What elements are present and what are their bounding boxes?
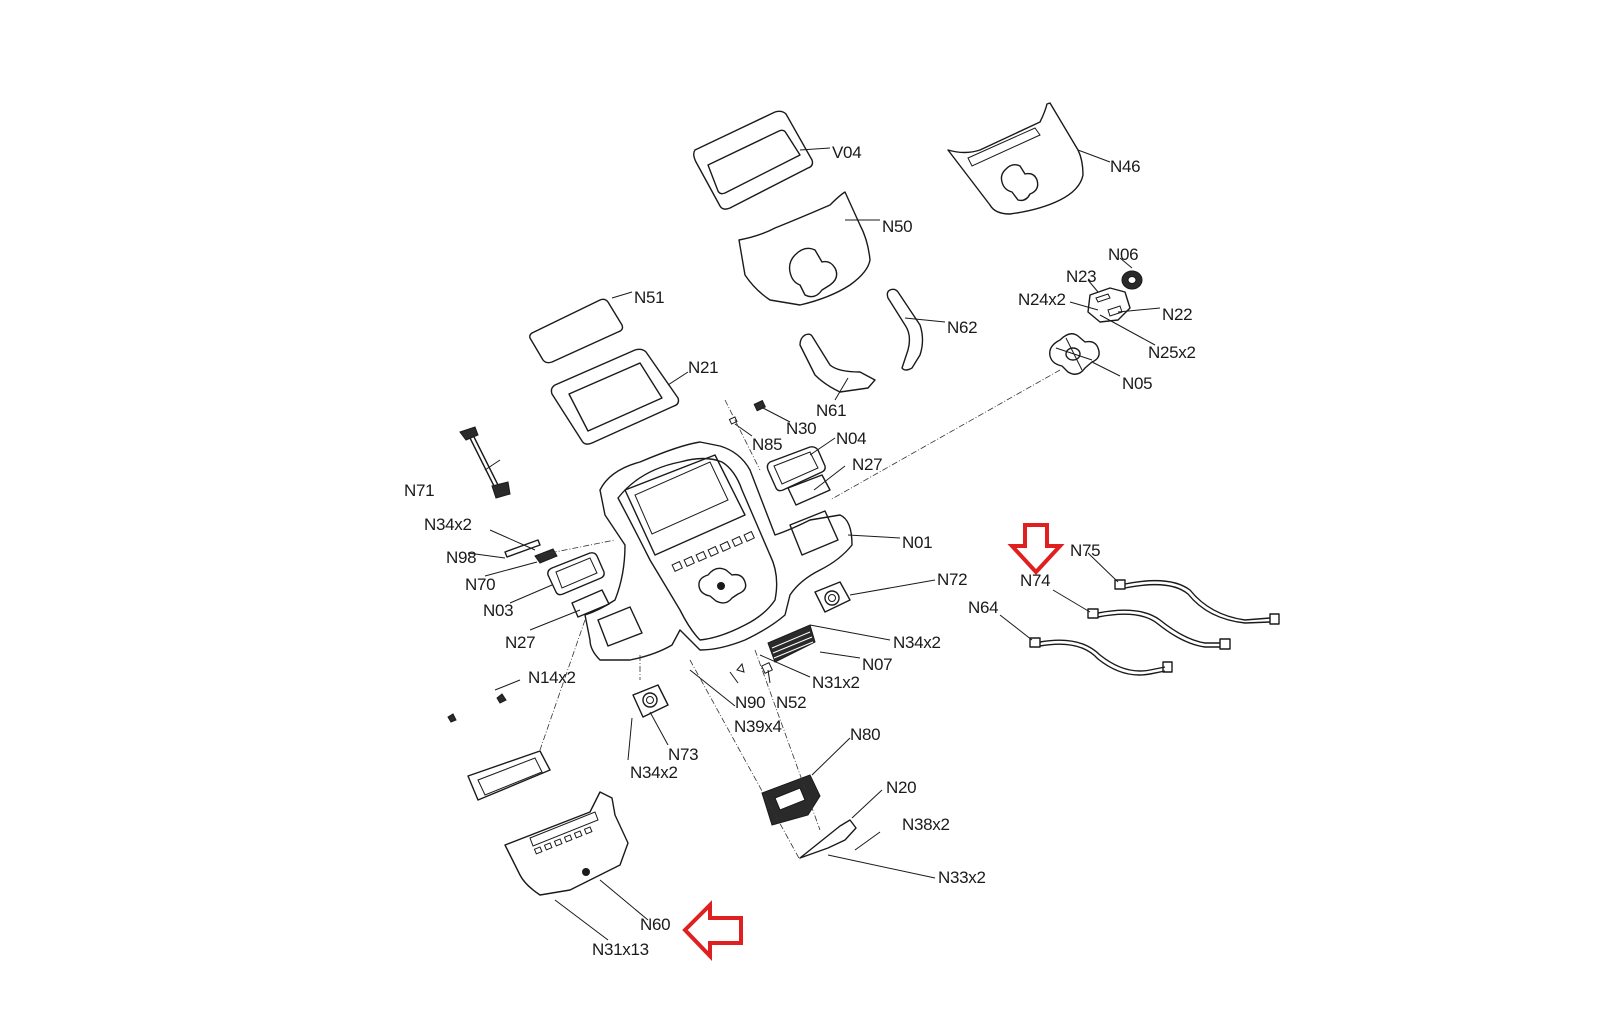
label-n50: N50 (882, 217, 912, 236)
part-n07-grille (767, 624, 816, 663)
part-n71-cable (459, 426, 511, 499)
label-n46: N46 (1110, 157, 1140, 176)
label-n21: N21 (688, 358, 718, 377)
label-n31x2: N31x2 (812, 673, 860, 692)
label-n05: N05 (1122, 374, 1152, 393)
part-n21-frame (550, 348, 680, 445)
label-n20: N20 (886, 778, 916, 797)
part-n14-screw-2 (447, 713, 457, 723)
label-n27-lower: N27 (505, 633, 535, 652)
label-n23: N23 (1066, 267, 1096, 286)
label-n61: N61 (816, 401, 846, 420)
part-n64-cable (1029, 637, 1173, 676)
label-n71: N71 (404, 481, 434, 500)
part-n27-label-lower (571, 589, 610, 618)
label-n62: N62 (947, 318, 977, 337)
label-v04: V04 (832, 143, 861, 162)
label-n22: N22 (1162, 305, 1192, 324)
part-n27-label-upper (787, 474, 831, 506)
part-n62-trim (886, 288, 924, 371)
label-n52: N52 (776, 693, 806, 712)
label-n64: N64 (968, 598, 998, 617)
label-n74: N74 (1020, 571, 1050, 590)
part-n98-bar (504, 539, 541, 558)
part-n05-joystick (1049, 333, 1100, 375)
part-n80-module (761, 774, 821, 826)
label-n34x2-lower: N34x2 (630, 763, 678, 782)
label-n51: N51 (634, 288, 664, 307)
part-n04-button (766, 446, 826, 492)
label-n07: N07 (862, 655, 892, 674)
label-n85: N85 (752, 435, 782, 454)
label-n34x2-upper: N34x2 (424, 515, 472, 534)
label-n72: N72 (937, 570, 967, 589)
part-n46-overlay (947, 102, 1084, 215)
part-n60-board (467, 750, 629, 896)
leader-lines (467, 147, 1161, 941)
part-n73-speaker (632, 684, 669, 718)
label-n33x2: N33x2 (938, 868, 986, 887)
label-n31x13: N31x13 (592, 940, 649, 959)
part-n30-clip (753, 399, 766, 412)
highlight-arrow-down-n74 (1007, 523, 1065, 575)
label-n24x2: N24x2 (1018, 290, 1066, 309)
part-n70-switch (534, 548, 558, 564)
label-n73: N73 (668, 745, 698, 764)
guide-line (539, 369, 1061, 861)
label-n03: N03 (483, 601, 513, 620)
label-n01: N01 (902, 533, 932, 552)
part-v04-lens (693, 110, 814, 210)
part-n20-bracket (799, 819, 857, 859)
part-n03-button (547, 552, 605, 596)
part-n51-lens (529, 298, 624, 364)
label-n60: N60 (640, 915, 670, 934)
label-n25x2: N25x2 (1148, 343, 1196, 362)
label-n98: N98 (446, 548, 476, 567)
part-n74-cable (1087, 608, 1231, 650)
label-n30: N30 (786, 419, 816, 438)
label-n06: N06 (1108, 245, 1138, 264)
part-n14-screw-1 (496, 693, 507, 704)
part-n23-bracket (1087, 287, 1131, 323)
part-n75-cable (1114, 579, 1280, 625)
label-n34x2-right: N34x2 (893, 633, 941, 652)
label-n04: N04 (836, 429, 866, 448)
label-n80: N80 (850, 725, 880, 744)
label-n70: N70 (465, 575, 495, 594)
label-n38x2: N38x2 (902, 815, 950, 834)
part-n50-overlay (738, 191, 871, 306)
label-n39x4: N39x4 (734, 717, 782, 736)
part-n52-clip (761, 662, 773, 674)
label-n14x2: N14x2 (528, 668, 576, 687)
label-n90: N90 (735, 693, 765, 712)
part-n90-clip (736, 662, 745, 673)
part-n06-knob (1121, 270, 1143, 290)
label-n75: N75 (1070, 541, 1100, 560)
part-n61-trim (799, 333, 876, 393)
highlight-arrow-left-n60 (682, 900, 743, 961)
part-n01-console (584, 441, 853, 661)
part-n72-speaker (814, 581, 851, 613)
label-n27-upper: N27 (852, 455, 882, 474)
part-n85-pin (728, 416, 738, 425)
part-labels: V04 N46 N50 N06 N23 N24x2 N22 N51 N62 N2… (404, 143, 1196, 959)
